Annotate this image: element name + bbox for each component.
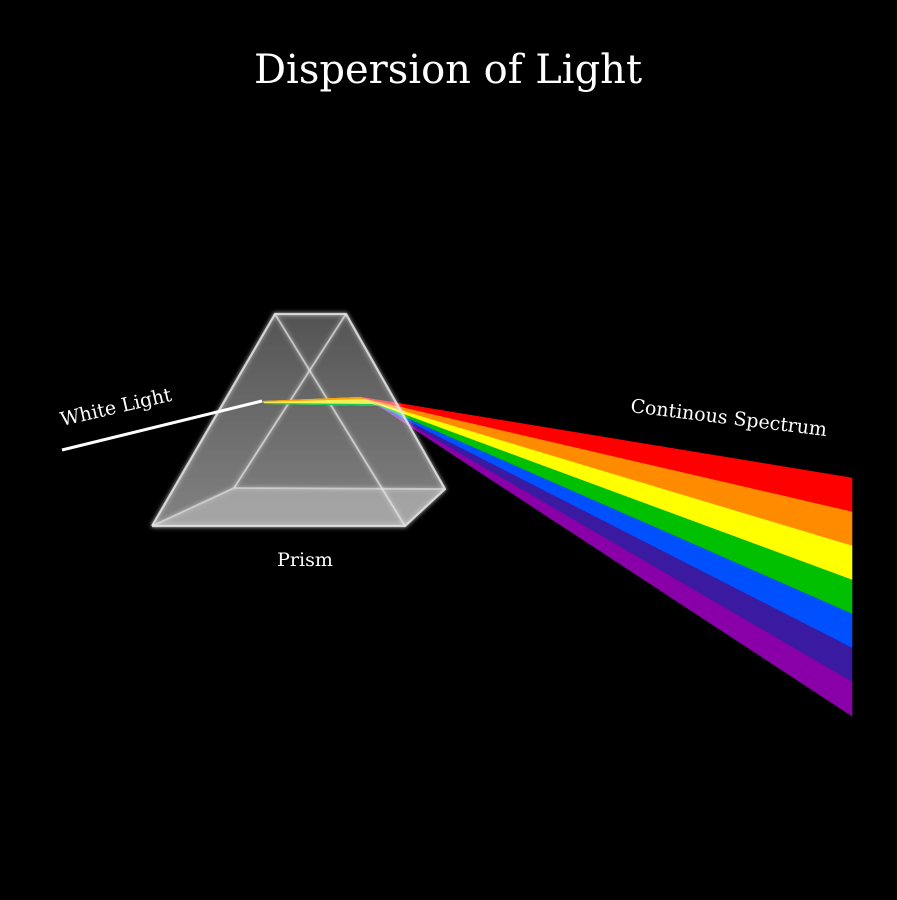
prism-edge — [233, 487, 446, 490]
internal-refracted-beam — [262, 397, 380, 406]
prism-edge — [151, 487, 235, 527]
prism-base-face — [152, 488, 445, 526]
prism-outer-edge — [151, 312, 447, 528]
diagram-title: Dispersion of Light — [254, 47, 642, 93]
prism — [151, 312, 447, 528]
prism-label: Prism — [277, 549, 333, 571]
white-light-ray — [61, 399, 263, 452]
prism-edge — [274, 313, 406, 527]
continuous-spectrum-beam — [359, 396, 853, 717]
